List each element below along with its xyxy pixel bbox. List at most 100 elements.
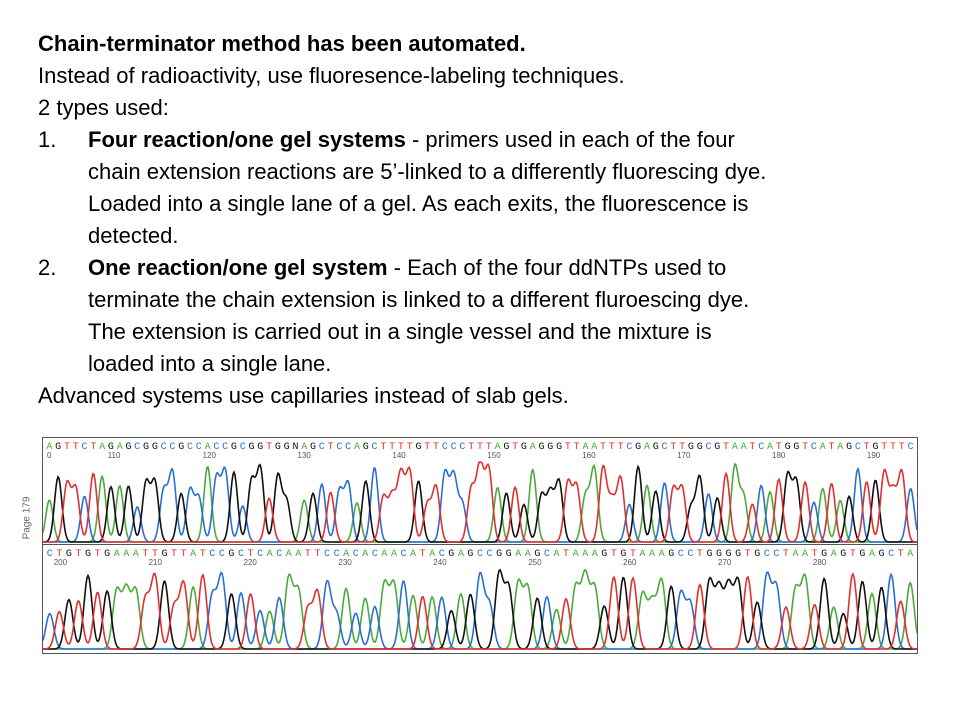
closing-line: Advanced systems use capillaries instead… (38, 383, 569, 408)
base-call: T (90, 442, 96, 453)
list-item-text: Loaded into a single lane of a gel. As e… (88, 191, 749, 216)
base-call: T (389, 442, 395, 453)
base-call: T (181, 549, 187, 560)
list-item-title: One reaction/one gel system (88, 255, 388, 280)
base-call: C (219, 549, 225, 560)
base-call: T (64, 442, 70, 453)
base-call: A (295, 549, 301, 560)
list-item-text: chain extension reactions are 5’-linked … (88, 159, 767, 184)
base-call: G (716, 549, 722, 560)
base-call: G (735, 549, 741, 560)
base-call: C (47, 549, 53, 560)
base-call: T (398, 442, 404, 453)
list-item-text: detected. (88, 223, 179, 248)
base-call: G (714, 442, 720, 453)
base-call: T (697, 549, 703, 560)
base-call: A (640, 549, 646, 560)
base-call: A (410, 549, 416, 560)
position-label: 110 (108, 451, 121, 460)
trace-A (43, 568, 917, 650)
list-body: Four reaction/one gel systems - primers … (88, 124, 938, 252)
base-call: C (811, 442, 817, 453)
base-call: A (99, 442, 105, 453)
base-call: T (477, 442, 483, 453)
base-call: T (850, 549, 856, 560)
base-call: T (745, 549, 751, 560)
position-label: 260 (623, 558, 637, 567)
base-call: G (448, 549, 454, 560)
base-call: G (178, 442, 184, 453)
base-call: A (649, 549, 655, 560)
base-call: C (222, 442, 228, 453)
base-call: A (286, 549, 292, 560)
base-call: C (238, 549, 244, 560)
position-label: 170 (677, 451, 691, 460)
base-call: C (626, 442, 632, 453)
base-call: G (846, 442, 852, 453)
base-call: G (231, 442, 237, 453)
base-call: T (152, 549, 158, 560)
base-call: A (495, 442, 501, 453)
base-call: G (363, 442, 369, 453)
position-label: 210 (149, 558, 163, 567)
base-call: C (758, 442, 764, 453)
base-call: C (459, 442, 465, 453)
base-call: C (855, 442, 861, 453)
base-call: T (630, 549, 636, 560)
base-call: A (837, 442, 843, 453)
list-item-text: loaded into a single lane. (88, 351, 332, 376)
base-call: C (82, 442, 88, 453)
base-call: G (785, 442, 791, 453)
base-call: A (582, 549, 588, 560)
base-call: A (553, 549, 559, 560)
list-item-1: 1. Four reaction/one gel systems - prime… (38, 124, 938, 252)
base-call: C (161, 442, 167, 453)
base-call: T (890, 442, 896, 453)
base-call: A (741, 442, 747, 453)
position-label: 140 (392, 451, 406, 460)
base-call: A (46, 442, 52, 453)
base-call: T (486, 442, 492, 453)
base-call: C (336, 442, 342, 453)
base-call: G (697, 442, 703, 453)
base-call: C (345, 442, 351, 453)
page-label-text: Page 179 (21, 496, 33, 540)
base-call: G (66, 549, 72, 560)
base-call: A (767, 442, 773, 453)
position-label: 150 (487, 451, 501, 460)
list-number: 1. (38, 127, 57, 152)
base-call: A (732, 442, 738, 453)
base-call: G (125, 442, 131, 453)
base-call: G (547, 442, 553, 453)
base-call: G (653, 442, 659, 453)
base-call: A (792, 549, 798, 560)
base-call: A (362, 549, 368, 560)
base-call: A (301, 442, 307, 453)
list-body: One reaction/one gel system - Each of th… (88, 252, 938, 380)
base-call: G (821, 549, 827, 560)
base-call: C (134, 442, 140, 453)
base-call: C (196, 442, 202, 453)
base-call: A (592, 549, 598, 560)
base-call: C (372, 442, 378, 453)
base-call: T (723, 442, 729, 453)
base-call: A (591, 442, 597, 453)
base-call: G (503, 442, 509, 453)
base-call: G (668, 549, 674, 560)
base-call: A (525, 549, 531, 560)
base-call: T (812, 549, 818, 560)
base-call: C (319, 442, 325, 453)
base-call: T (314, 549, 320, 560)
base-call: N (292, 442, 298, 453)
base-call: G (635, 442, 641, 453)
base-call: C (334, 549, 340, 560)
base-call: T (611, 549, 617, 560)
base-call: T (75, 549, 81, 560)
intro-line-1: Instead of radioactivity, use fluoresenc… (38, 63, 625, 88)
base-call: G (601, 549, 607, 560)
base-call: T (328, 442, 334, 453)
list-number: 2. (38, 255, 57, 280)
